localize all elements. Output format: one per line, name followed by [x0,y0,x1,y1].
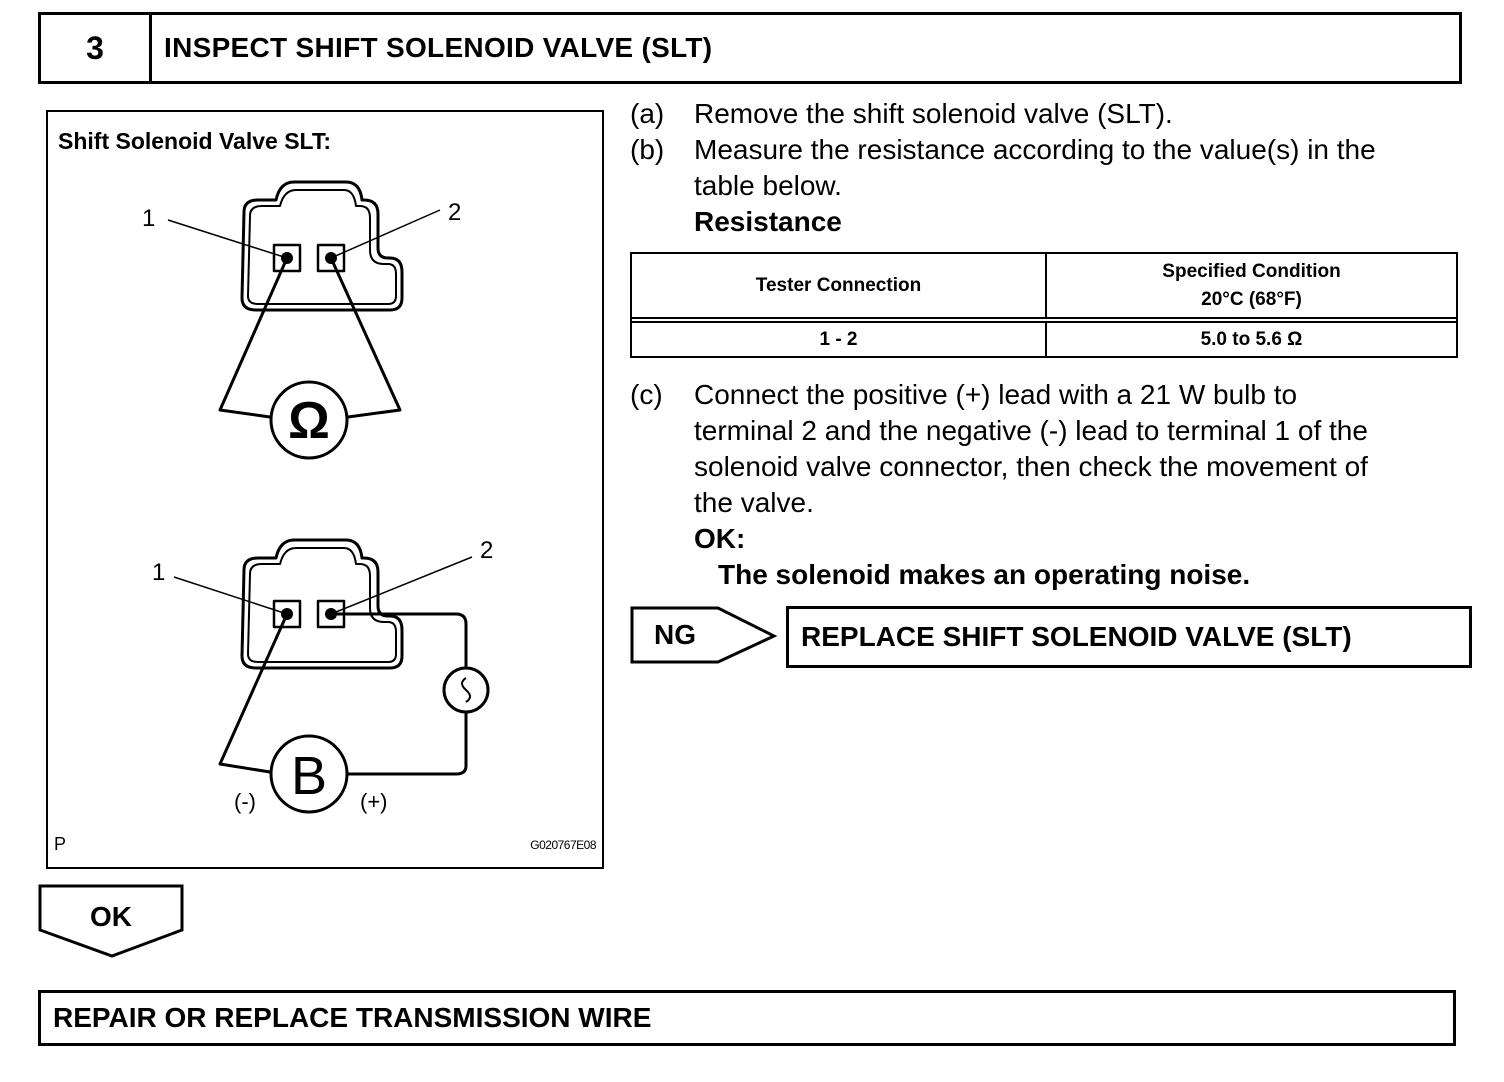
terminal-2-label-bottom: 2 [480,537,493,564]
ohmmeter-circle [269,380,349,460]
table-divider [632,317,1456,319]
ng-action-box: REPLACE SHIFT SOLENOID VALVE (SLT) [786,606,1472,668]
pin-dot-2-bottom [325,608,337,620]
pin-2-top [316,243,346,273]
wire-top-right [329,257,402,419]
bulb-filament [461,677,471,703]
table-row: 1 - 2 5.0 to 5.6 Ω [632,323,1456,356]
battery-symbol: B [291,746,327,806]
instruction-b-line2: table below. [694,170,842,201]
wire-bulb-to-battery [348,712,468,776]
instruction-c-line3: solenoid valve connector, then check the… [694,451,1368,482]
step-header: 3 INSPECT SHIFT SOLENOID VALVE (SLT) [38,12,1462,84]
ok-arrow-label: OK [90,901,132,932]
wire-top-left [218,257,289,419]
table-cell-connection: 1 - 2 [632,323,1047,356]
terminal-1-label-bottom: 1 [152,559,165,586]
ng-arrow: NG [630,606,780,671]
ok-arrow: OK [38,884,188,965]
solenoid-illustration: 1 2 Ω 1 2 B (-) (+) Shift Solenoid Valve… [46,110,604,869]
terminal-1-label-top: 1 [142,205,155,232]
leader-1-top [167,219,288,259]
ohm-symbol: Ω [288,392,330,450]
illustration-caption: Shift Solenoid Valve SLT: [58,128,332,154]
instruction-c: (c) Connect the positive (+) lead with a… [630,377,1454,593]
instruction-c-line2: terminal 2 and the negative (-) lead to … [694,415,1368,446]
table-header-condition-line2: 20°C (68°F) [1201,288,1302,310]
leader-2-bottom [330,556,473,615]
pin-1-top [272,243,302,273]
wire-bottom-negative [218,613,289,774]
negative-label: (-) [234,789,256,814]
illustration-code-left: P [54,834,67,854]
pin-dot-2-top [325,252,337,264]
table-divider [632,321,1456,323]
instruction-b-label: (b) [630,134,665,165]
bulb-circle [442,666,490,714]
table-header-row: Tester Connection Specified Condition 20… [632,254,1456,317]
leader-2-top [330,209,441,259]
wiring-diagram: 1 2 Ω 1 2 B (-) (+) [142,180,493,814]
connector-outline-top [240,180,404,312]
instruction-a: (a) Remove the shift solenoid valve (SLT… [630,96,1454,132]
instruction-c-line4: the valve. [694,487,814,518]
battery-circle [269,734,349,814]
table-header-condition: Specified Condition 20°C (68°F) [1047,254,1456,317]
instruction-c-label: (c) [630,379,663,410]
ok-label: OK: [694,523,746,554]
connector-inner-top [247,189,397,305]
leader-1-bottom [173,576,288,615]
connector-inner-bottom [247,547,397,663]
positive-label: (+) [360,789,388,814]
instruction-b-line1: Measure the resistance according to the … [694,134,1376,165]
terminal-2-label-top: 2 [448,199,461,226]
step-number: 3 [41,15,152,81]
resistance-heading: Resistance [694,206,842,237]
pin-1-bottom [272,599,302,629]
table-header-condition-line1: Specified Condition [1162,260,1341,282]
pin-dot-1-bottom [281,608,293,620]
connector-outline-bottom [240,538,404,670]
resistance-table: Tester Connection Specified Condition 20… [630,252,1458,358]
instruction-a-text: Remove the shift solenoid valve (SLT). [694,98,1173,129]
step-title: INSPECT SHIFT SOLENOID VALVE (SLT) [164,32,713,63]
instruction-c-line1: Connect the positive (+) lead with a 21 … [694,379,1298,410]
table-header-connection: Tester Connection [632,254,1047,317]
pin-dot-1-top [281,252,293,264]
ng-label: NG [654,619,696,650]
ok-criteria: The solenoid makes an operating noise. [718,559,1251,590]
ok-action-box: REPAIR OR REPLACE TRANSMISSION WIRE [38,990,1456,1046]
illustration-code-right: G020767E08 [530,838,596,852]
instruction-b: (b) Measure the resistance according to … [630,132,1454,240]
table-cell-condition: 5.0 to 5.6 Ω [1200,328,1303,350]
instruction-a-label: (a) [630,98,665,129]
wire-bottom-to-bulb [331,612,468,668]
